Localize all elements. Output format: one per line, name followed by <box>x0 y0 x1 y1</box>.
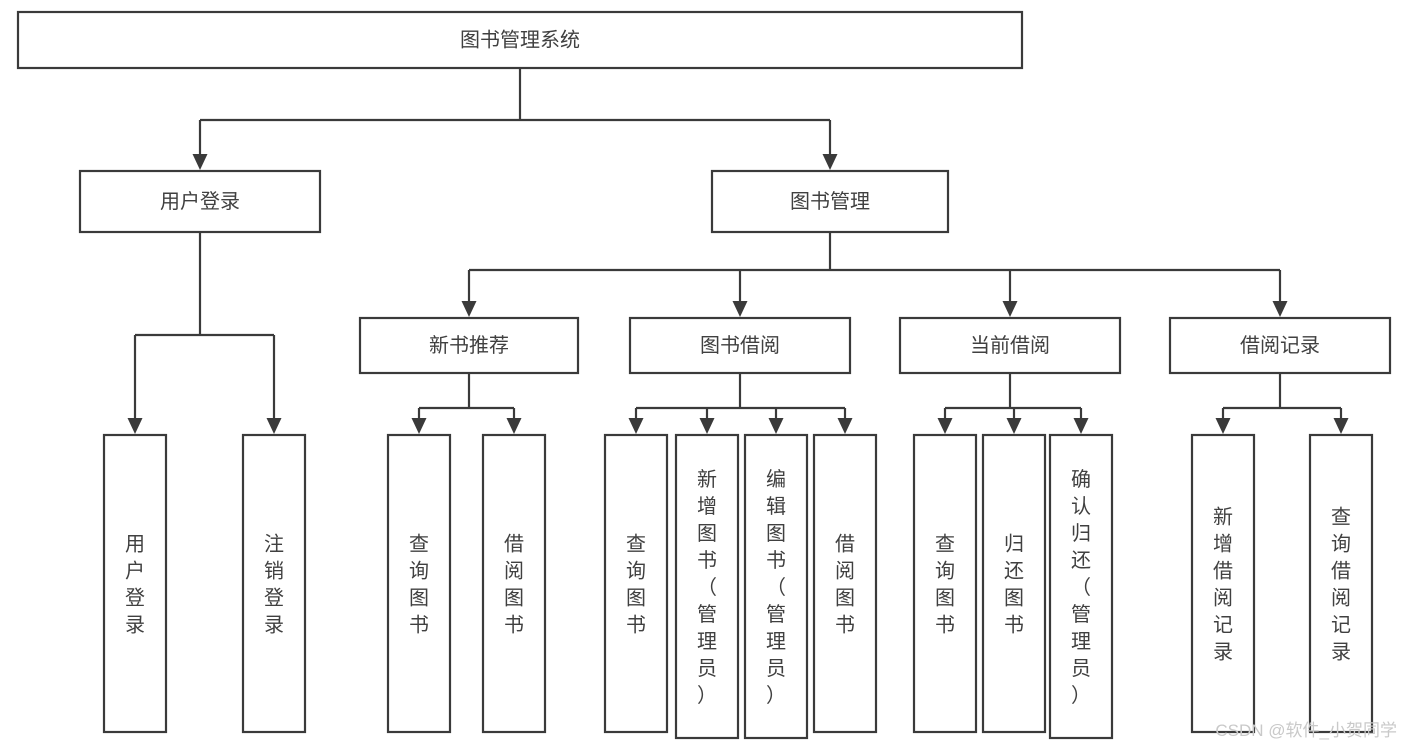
node-label: 图书管理 <box>790 190 870 213</box>
node-leaf-query-record[interactable]: 查询借阅记录 <box>1308 433 1374 734</box>
node-label: 用户登录 <box>160 190 240 213</box>
node-leaf-query-book-3[interactable]: 查询图书 <box>912 433 978 734</box>
node-box <box>812 433 878 734</box>
node-label: 归还图书 <box>1004 533 1024 637</box>
arrow-head-icon <box>732 301 748 317</box>
connector-group-new-book-rec <box>411 373 522 434</box>
node-box <box>981 433 1047 734</box>
node-leaf-confirm-return[interactable]: 确认归还（管理员） <box>1048 433 1114 740</box>
node-box <box>743 433 809 740</box>
arrow-head-icon <box>506 418 522 434</box>
node-leaf-query-book-2[interactable]: 查询图书 <box>603 433 669 734</box>
connector-group-borrow-record <box>1215 373 1349 434</box>
node-leaf-add-book[interactable]: 新增图书（管理员） <box>674 433 740 740</box>
node-box <box>1168 316 1392 375</box>
arrow-head-icon <box>699 418 715 434</box>
node-book-borrow[interactable]: 图书借阅 <box>628 316 852 375</box>
arrow-head-icon <box>1073 418 1089 434</box>
node-leaf-return-book[interactable]: 归还图书 <box>981 433 1047 734</box>
node-label: 编辑图书（管理员） <box>766 468 786 707</box>
arrow-head-icon <box>1333 418 1349 434</box>
connector-group-user-login <box>127 232 282 434</box>
node-user-login[interactable]: 用户登录 <box>78 169 322 234</box>
node-leaf-borrow-book-1[interactable]: 借阅图书 <box>481 433 547 734</box>
node-current-borrow[interactable]: 当前借阅 <box>898 316 1122 375</box>
node-label: 注销登录 <box>264 533 284 637</box>
node-box <box>912 433 978 734</box>
arrow-head-icon <box>1272 301 1288 317</box>
arrow-head-icon <box>266 418 282 434</box>
connector-group-book-borrow <box>628 373 853 434</box>
node-label: 查询借阅记录 <box>1331 506 1351 664</box>
arrow-head-icon <box>822 154 838 170</box>
node-label: 新书推荐 <box>429 334 509 357</box>
node-box <box>628 316 852 375</box>
node-new-book-rec[interactable]: 新书推荐 <box>358 316 580 375</box>
arrow-head-icon <box>192 154 208 170</box>
node-box <box>481 433 547 734</box>
node-box <box>386 433 452 734</box>
node-box <box>241 433 307 734</box>
connector-layer <box>127 68 1349 434</box>
node-leaf-edit-book[interactable]: 编辑图书（管理员） <box>743 433 809 740</box>
node-label: 用户登录 <box>125 534 145 637</box>
node-leaf-borrow-book-2[interactable]: 借阅图书 <box>812 433 878 734</box>
node-label: 查询图书 <box>935 533 955 637</box>
node-box <box>102 433 168 734</box>
node-label: 借阅记录 <box>1240 334 1320 357</box>
node-label: 借阅图书 <box>835 533 855 637</box>
arrow-head-icon <box>1215 418 1231 434</box>
node-box <box>674 433 740 740</box>
node-box <box>1048 433 1114 740</box>
node-borrow-record[interactable]: 借阅记录 <box>1168 316 1392 375</box>
node-box <box>898 316 1122 375</box>
node-label: 确认归还（管理员） <box>1071 468 1091 707</box>
csdn-watermark: CSDN @软件_小贺同学 <box>1215 721 1397 740</box>
node-book-manage[interactable]: 图书管理 <box>710 169 950 234</box>
connector-group-book-manage <box>461 232 1288 317</box>
node-box <box>1308 433 1374 734</box>
arrow-head-icon <box>628 418 644 434</box>
arrow-head-icon <box>1006 418 1022 434</box>
node-layer: 图书管理系统用户登录图书管理新书推荐图书借阅当前借阅借阅记录用户登录注销登录查询… <box>16 10 1392 740</box>
arrow-head-icon <box>461 301 477 317</box>
node-box <box>78 169 322 234</box>
node-label: 查询图书 <box>626 533 646 637</box>
node-root[interactable]: 图书管理系统 <box>16 10 1024 70</box>
arrow-head-icon <box>937 418 953 434</box>
connector-group-root <box>192 68 838 170</box>
arrow-head-icon <box>837 418 853 434</box>
node-label: 新增图书（管理员） <box>697 468 717 707</box>
node-label: 借阅图书 <box>504 533 524 637</box>
node-label: 图书借阅 <box>700 334 780 357</box>
node-box <box>1190 433 1256 734</box>
arrow-head-icon <box>1002 301 1018 317</box>
node-leaf-user-login[interactable]: 用户登录 <box>102 433 168 734</box>
node-label: 新增借阅记录 <box>1213 506 1233 664</box>
node-label: 查询图书 <box>409 533 429 637</box>
connector-group-current-borrow <box>937 373 1089 434</box>
arrow-head-icon <box>768 418 784 434</box>
node-leaf-query-book-1[interactable]: 查询图书 <box>386 433 452 734</box>
arrow-head-icon <box>411 418 427 434</box>
node-box <box>358 316 580 375</box>
node-label: 当前借阅 <box>970 334 1050 357</box>
node-box <box>603 433 669 734</box>
node-leaf-add-record[interactable]: 新增借阅记录 <box>1190 433 1256 734</box>
arrow-head-icon <box>127 418 143 434</box>
node-label: 图书管理系统 <box>460 28 580 51</box>
node-box <box>710 169 950 234</box>
node-box <box>16 10 1024 70</box>
node-leaf-logout[interactable]: 注销登录 <box>241 433 307 734</box>
